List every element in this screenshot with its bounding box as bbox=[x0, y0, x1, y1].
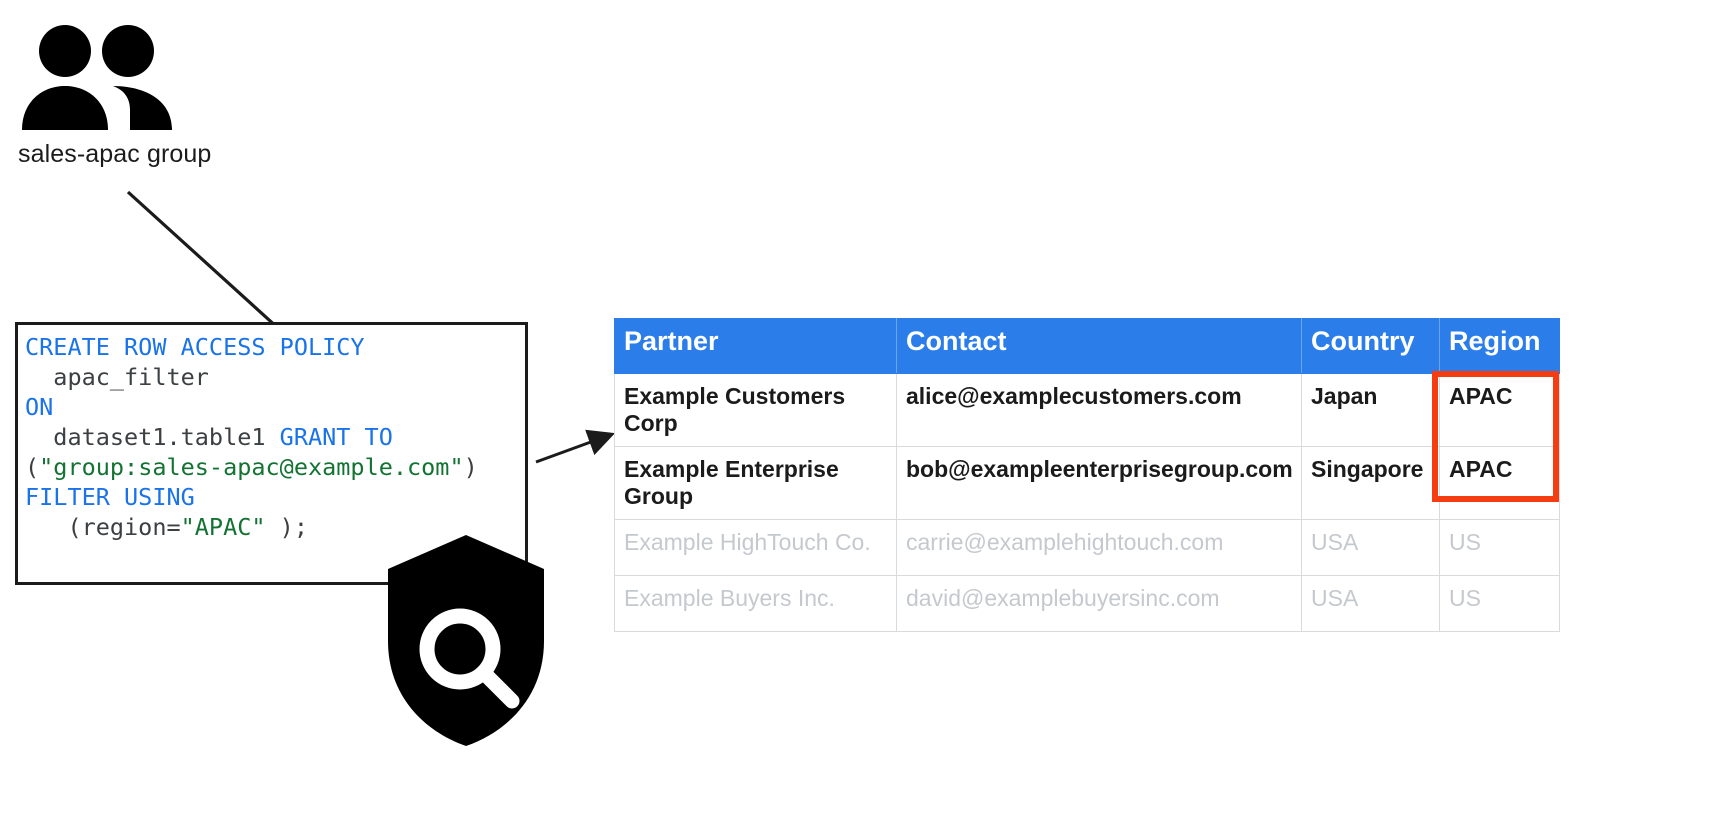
cell-partner: Example Enterprise Group bbox=[614, 446, 897, 520]
people-group-icon bbox=[20, 24, 200, 134]
cell-region: US bbox=[1439, 519, 1560, 576]
cell-partner: Example HighTouch Co. bbox=[614, 519, 897, 576]
cell-country: Singapore bbox=[1301, 446, 1440, 520]
row-access-policy-code-box: CREATE ROW ACCESS POLICY apac_filter ON … bbox=[15, 322, 528, 585]
cell-region: APAC bbox=[1439, 373, 1560, 447]
cell-country: USA bbox=[1301, 575, 1440, 632]
cell-partner: Example Customers Corp bbox=[614, 373, 897, 447]
cell-partner: Example Buyers Inc. bbox=[614, 575, 897, 632]
column-header-region[interactable]: Region bbox=[1439, 318, 1560, 374]
group-label: sales-apac group bbox=[18, 140, 212, 168]
column-header-contact[interactable]: Contact bbox=[896, 318, 1302, 374]
table-row: Example Enterprise Group bob@exampleente… bbox=[614, 446, 1560, 520]
table-row: Example Customers Corp alice@examplecust… bbox=[614, 373, 1560, 447]
column-header-partner[interactable]: Partner bbox=[614, 318, 897, 374]
cell-region: APAC bbox=[1439, 446, 1560, 520]
cell-contact: david@examplebuyersinc.com bbox=[896, 575, 1302, 632]
cell-region: US bbox=[1439, 575, 1560, 632]
table-header-row: Partner Contact Country Region bbox=[614, 318, 1560, 374]
table-row: Example Buyers Inc. david@examplebuyersi… bbox=[614, 575, 1560, 632]
shield-search-icon bbox=[385, 533, 547, 748]
cell-contact: bob@exampleenterprisegroup.com bbox=[896, 446, 1302, 520]
cell-contact: carrie@examplehightouch.com bbox=[896, 519, 1302, 576]
cell-contact: alice@examplecustomers.com bbox=[896, 373, 1302, 447]
table-row: Example HighTouch Co. carrie@examplehigh… bbox=[614, 519, 1560, 576]
cell-country: Japan bbox=[1301, 373, 1440, 447]
partners-table: Partner Contact Country Region Example C… bbox=[614, 318, 1560, 632]
sql-code: CREATE ROW ACCESS POLICY apac_filter ON … bbox=[25, 333, 478, 541]
column-header-country[interactable]: Country bbox=[1301, 318, 1440, 374]
cell-country: USA bbox=[1301, 519, 1440, 576]
